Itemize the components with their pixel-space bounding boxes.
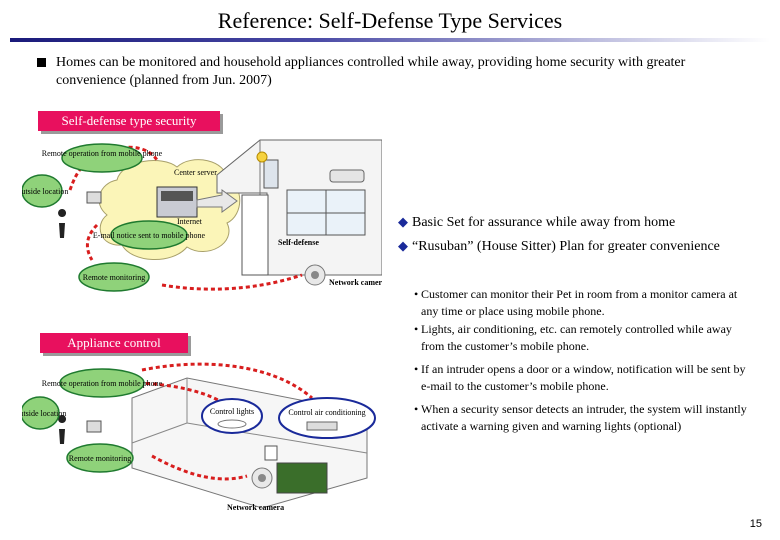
appliance-remote-monitoring-label: Remote monitoring bbox=[69, 454, 131, 463]
plan-item: ◆ “Rusuban” (House Sitter) Plan for great… bbox=[398, 238, 720, 255]
outside-location-bubble bbox=[22, 174, 63, 208]
detail-item: • When a security sensor detects an intr… bbox=[414, 401, 754, 435]
square-bullet-icon bbox=[37, 58, 46, 67]
appliance-remote-monitoring-bubble bbox=[66, 443, 134, 473]
dot-bullet-icon: • bbox=[414, 287, 419, 301]
security-remote-op-label: Remote operation from mobile phone bbox=[42, 149, 163, 158]
plan-text: “Rusuban” (House Sitter) Plan for greate… bbox=[412, 239, 720, 254]
switch-icon bbox=[264, 445, 278, 461]
sensor-unit bbox=[329, 169, 365, 183]
self-defense-label: Self-defense bbox=[278, 238, 319, 247]
svg-text:Outside location: Outside location bbox=[22, 409, 66, 418]
dot-bullet-icon: • bbox=[414, 402, 419, 416]
appliance-person-icon bbox=[58, 415, 67, 444]
control-air-bubble bbox=[278, 397, 376, 439]
detail-text: Lights, air conditioning, etc. can remot… bbox=[421, 322, 732, 353]
security-network-camera-label: Network camera bbox=[329, 278, 382, 287]
control-lights-bubble bbox=[201, 398, 263, 434]
appliance-outside-label: Outside location bbox=[22, 409, 66, 418]
arrow-monitoring-appliance bbox=[151, 454, 248, 481]
dot-bullet-icon: • bbox=[414, 362, 419, 376]
appliance-remote-op-label: Remote operation from mobile phone bbox=[42, 379, 163, 388]
plan-text: Basic Set for assurance while away from … bbox=[412, 215, 676, 230]
arrow-remote-op-appliance bbox=[141, 362, 313, 400]
arrow-email bbox=[85, 223, 99, 261]
page-title: Reference: Self-Defense Type Services bbox=[217, 8, 563, 33]
arrow-monitoring bbox=[161, 273, 303, 291]
diamond-bullet-icon: ◆ bbox=[398, 214, 408, 229]
main-bullet-text: Homes can be monitored and household app… bbox=[56, 55, 686, 88]
svg-text:Remote operation from mobile p: Remote operation from mobile phone bbox=[42, 379, 163, 388]
security-diagram: Remote operation from mobile phone Outsi… bbox=[22, 139, 382, 292]
svg-text:Remote monitoring: Remote monitoring bbox=[83, 273, 145, 282]
remote-monitoring-bubble bbox=[78, 262, 150, 292]
detail-text: If an intruder opens a door or a window,… bbox=[421, 362, 746, 393]
svg-text:E-mail notice sent to mobile p: E-mail notice sent to mobile phone bbox=[93, 231, 206, 240]
sensor-panel bbox=[263, 159, 279, 189]
monitor-screen bbox=[276, 462, 328, 494]
door bbox=[241, 194, 269, 276]
security-remote-monitoring-label: Remote monitoring bbox=[83, 273, 145, 282]
detail-item: • Lights, air conditioning, etc. can rem… bbox=[414, 321, 754, 355]
svg-text:Outside location: Outside location bbox=[22, 187, 68, 196]
internet-label: Internet bbox=[177, 217, 203, 226]
appliance-diagram: Remote operation from mobile phone Outsi… bbox=[22, 362, 376, 512]
person-icon bbox=[58, 209, 67, 238]
appliance-pc-icon bbox=[86, 420, 102, 433]
pc-icon bbox=[86, 191, 102, 204]
alarm-light bbox=[256, 151, 268, 163]
svg-text:Remote monitoring: Remote monitoring bbox=[69, 454, 131, 463]
detail-text: When a security sensor detects an intrud… bbox=[421, 402, 747, 433]
page-number: 15 bbox=[749, 518, 762, 530]
main-bullet: Homes can be monitored and household app… bbox=[37, 54, 757, 90]
email-notice-label: E-mail notice sent to mobile phone bbox=[93, 231, 206, 240]
appliance-outside-location-bubble bbox=[22, 396, 60, 430]
security-section-label: Self-defense type security bbox=[38, 111, 220, 131]
appliance-remote-operation-bubble bbox=[59, 368, 145, 398]
center-server-label: Center server bbox=[174, 168, 217, 177]
remote-operation-bubble bbox=[61, 143, 143, 173]
diamond-bullet-icon: ◆ bbox=[398, 238, 408, 253]
svg-text:Remote operation from mobile p: Remote operation from mobile phone bbox=[42, 149, 163, 158]
detail-item: • Customer can monitor their Pet in room… bbox=[414, 286, 754, 320]
appliance-network-camera-label: Network camera bbox=[227, 503, 284, 512]
server-house-connector bbox=[196, 189, 238, 213]
title-underline bbox=[10, 38, 770, 42]
detail-item: • If an intruder opens a door or a windo… bbox=[414, 361, 754, 395]
plan-item: ◆ Basic Set for assurance while away from… bbox=[398, 214, 675, 231]
control-lights-label: Control lights bbox=[210, 407, 254, 416]
appliance-section-label: Appliance control bbox=[40, 333, 188, 353]
dot-bullet-icon: • bbox=[414, 322, 419, 336]
detail-text: Customer can monitor their Pet in room f… bbox=[421, 287, 738, 318]
security-outside-label: Outside location bbox=[22, 187, 68, 196]
control-air-label: Control air conditioning bbox=[288, 408, 365, 417]
email-notice-bubble bbox=[110, 220, 188, 250]
